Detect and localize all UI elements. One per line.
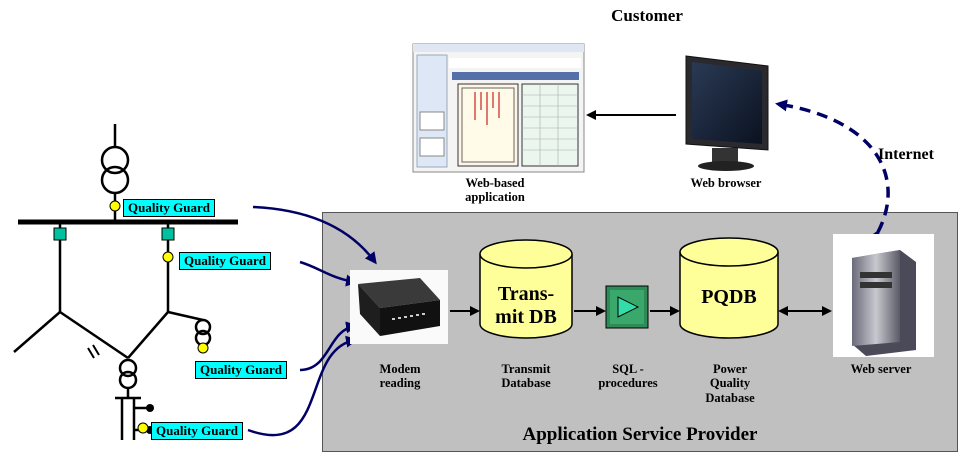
- quality-guard-tag-2: Quality Guard: [179, 252, 271, 270]
- pqdb-caption-line2: Quality: [709, 376, 751, 391]
- web-app-screenshot: [412, 43, 585, 173]
- customer-title: Customer: [611, 6, 683, 25]
- transmit-db-name-line2: mit DB: [495, 306, 557, 328]
- server-icon: [833, 234, 934, 357]
- modem-caption-line2: reading: [379, 376, 421, 391]
- internet-link: [775, 99, 890, 243]
- power-network: [13, 124, 238, 440]
- transmit-db-cylinder: [479, 239, 573, 339]
- sql-caption-line1: SQL -: [612, 362, 644, 376]
- transmit-db-name: Trans- mit DB: [480, 283, 572, 329]
- transmit-db-name-line1: Trans-: [497, 283, 555, 305]
- pqdb-caption: Power Quality Database: [690, 362, 770, 405]
- web-browser-label: Web browser: [690, 176, 762, 190]
- modem-caption-line1: Modem: [379, 362, 421, 376]
- asp-title: Application Service Provider: [522, 424, 758, 445]
- web-app-caption-line2: application: [465, 190, 525, 205]
- web-app-caption: Web-based application: [430, 176, 560, 205]
- web-app-caption-line1: Web-based: [465, 176, 525, 190]
- pqdb-name: PQDB: [701, 286, 757, 308]
- quality-guard-tag-1: Quality Guard: [123, 199, 215, 217]
- pqdb-cylinder: [679, 237, 779, 339]
- quality-guard-tag-4: Quality Guard: [151, 422, 243, 440]
- breaker-left: [53, 227, 67, 241]
- pqdb-caption-line3: Database: [705, 390, 755, 405]
- pqdb-caption-line1: Power: [712, 362, 747, 376]
- measure-point-1: [109, 200, 121, 212]
- sql-procedures-box: [605, 285, 649, 329]
- transmit-db-caption-line1: Transmit: [501, 362, 551, 376]
- modem-icon: [350, 270, 448, 344]
- transmit-db-caption: Transmit Database: [484, 362, 568, 391]
- quality-guard-tag-3: Quality Guard: [195, 361, 287, 379]
- measure-point-2: [162, 251, 174, 263]
- line-break-mark: [87, 344, 100, 359]
- monitor-icon: [685, 55, 769, 171]
- sql-caption: SQL - procedures: [586, 362, 670, 391]
- modem-caption: Modem reading: [360, 362, 440, 391]
- measure-point-4: [137, 422, 149, 434]
- measure-point-3: [197, 342, 209, 354]
- transformer-upper-coil: [100, 145, 130, 175]
- breaker-right: [161, 227, 175, 241]
- transmit-db-caption-line2: Database: [501, 376, 551, 391]
- internet-label: Internet: [878, 146, 934, 163]
- lower-node-1: [146, 404, 154, 412]
- data-links: [247, 205, 377, 437]
- web-server-label: Web server: [850, 362, 912, 376]
- transformer-lower-coil: [100, 165, 130, 195]
- sql-caption-line2: procedures: [598, 376, 658, 391]
